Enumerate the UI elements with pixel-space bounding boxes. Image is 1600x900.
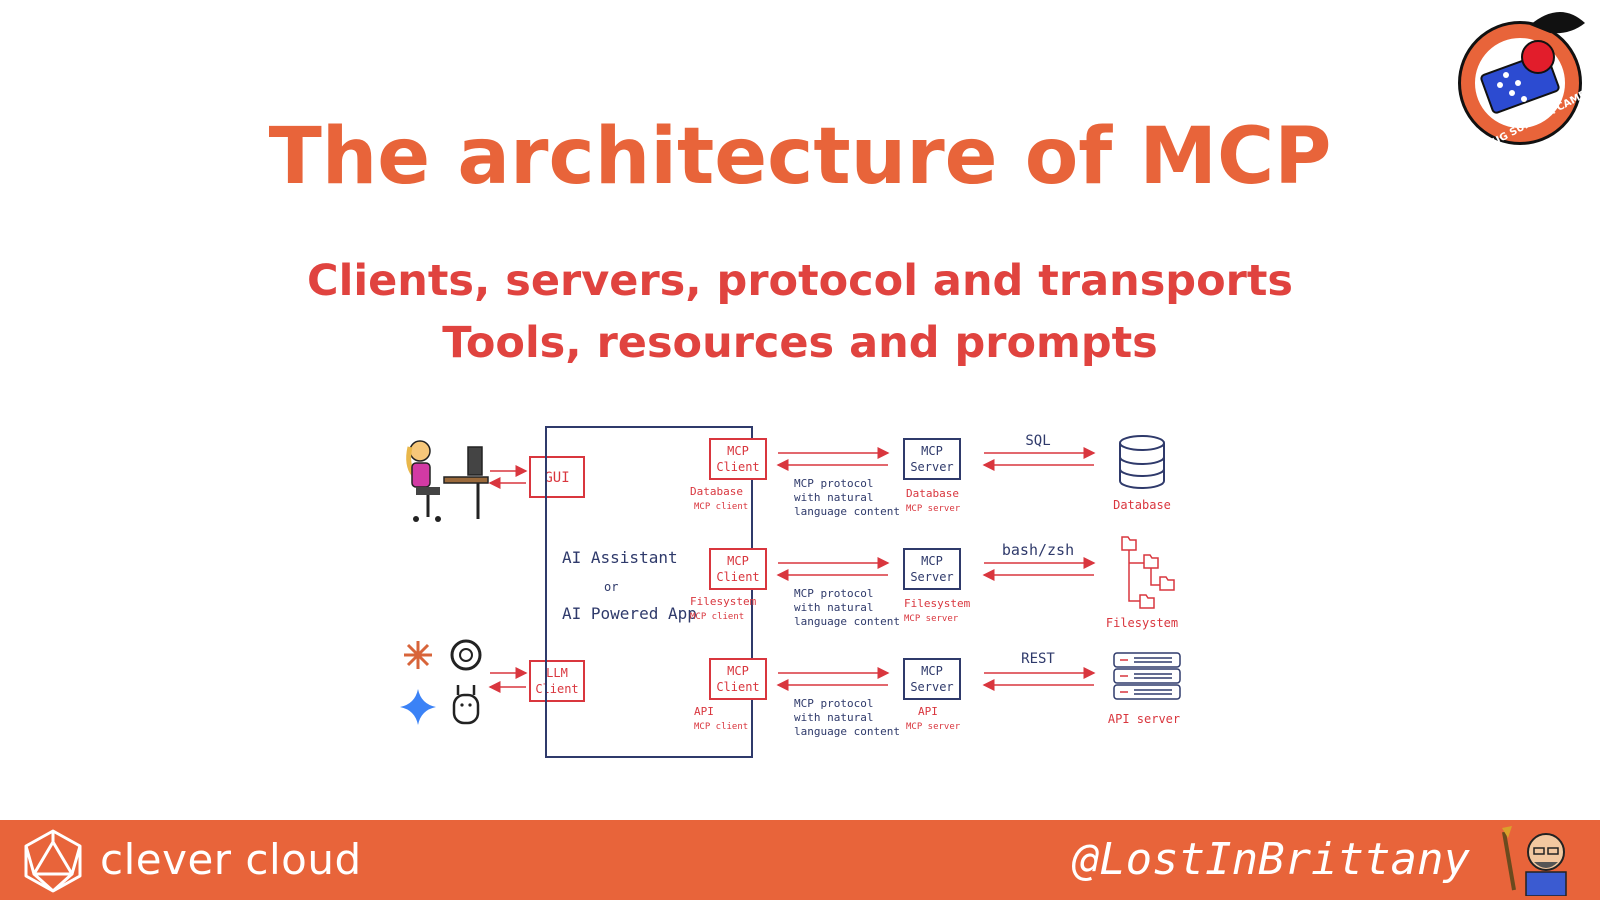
ollama-icon [452, 685, 480, 725]
client-label-line-1: MCP [727, 664, 749, 678]
protocol-line-2: with natural [794, 601, 873, 614]
resource-label: Filesystem [1106, 616, 1178, 630]
openai-icon [450, 639, 482, 671]
protocol-line-1: MCP protocol [794, 697, 873, 710]
anthropic-icon [404, 641, 432, 669]
protocol-line-3: language content [794, 615, 900, 628]
mcp-row-database: MCP Client Database MCP client MCP proto… [690, 433, 1171, 518]
client-label-line-2: Client [716, 570, 759, 584]
client-label-line-1: MCP [727, 444, 749, 458]
slide-title: The architecture of MCP [268, 112, 1332, 202]
assistant-line-1: AI Assistant [562, 548, 678, 567]
server-caption-line-1: API [918, 705, 938, 718]
client-label-line-1: MCP [727, 554, 749, 568]
resource-label: API server [1108, 712, 1180, 726]
server-label-line-2: Server [910, 680, 953, 694]
author-avatar-icon [1502, 826, 1567, 896]
database-icon [1119, 435, 1165, 489]
client-caption-line-1: API [694, 705, 714, 718]
protocol-line-1: MCP protocol [794, 477, 873, 490]
client-label-line-2: Client [716, 460, 759, 474]
protocol-line-3: language content [794, 505, 900, 518]
llm-client-label-line-2: Client [535, 682, 578, 696]
slide-subtitle-line-1: Clients, servers, protocol and transport… [307, 256, 1293, 306]
link-label: REST [1021, 651, 1055, 667]
clever-cloud-logo [24, 829, 82, 893]
folder-tree-icon [1121, 536, 1175, 609]
server-label-line-1: MCP [921, 554, 943, 568]
server-label-line-1: MCP [921, 664, 943, 678]
twitter-handle: @LostInBrittany [1072, 834, 1470, 885]
server-caption-line-1: Database [906, 487, 959, 500]
assistant-or: or [604, 580, 618, 594]
mcp-row-filesystem: MCP Client Filesystem MCP client MCP pro… [690, 536, 1178, 630]
protocol-line-1: MCP protocol [794, 587, 873, 600]
user-at-computer-icon [406, 440, 489, 522]
gemini-icon [400, 689, 436, 725]
client-caption-line-2: MCP client [694, 722, 748, 732]
footer-bar: clever cloud @LostInBrittany [0, 820, 1600, 900]
mcp-row-api: MCP Client API MCP client MCP protocol w… [694, 651, 1181, 738]
protocol-line-3: language content [794, 725, 900, 738]
server-caption-line-2: MCP server [906, 504, 961, 514]
resource-label: Database [1113, 498, 1171, 512]
client-label-line-2: Client [716, 680, 759, 694]
link-label: bash/zsh [1002, 541, 1074, 559]
server-caption-line-2: MCP server [904, 614, 959, 624]
link-label: SQL [1025, 433, 1050, 449]
protocol-line-2: with natural [794, 711, 873, 724]
gui-label: GUI [544, 470, 569, 486]
server-label-line-2: Server [910, 570, 953, 584]
server-caption-line-1: Filesystem [904, 597, 971, 610]
client-caption-line-1: Database [690, 485, 743, 498]
server-label-line-2: Server [910, 460, 953, 474]
server-label-line-1: MCP [921, 444, 943, 458]
protocol-line-2: with natural [794, 491, 873, 504]
jug-summer-camp-logo: JUG SUMMER CAMP [1458, 11, 1589, 150]
server-rack-icon [1113, 652, 1181, 700]
brand-name: clever cloud [100, 835, 362, 884]
client-caption-line-2: MCP client [694, 502, 748, 512]
mcp-architecture-diagram: GUI LLM Client AI Assistant or AI Powere… [400, 426, 1181, 758]
assistant-line-2: AI Powered App [562, 604, 697, 623]
llm-client-label-line-1: LLM [546, 666, 568, 680]
server-caption-line-2: MCP server [906, 722, 961, 732]
client-caption-line-2: MCP client [690, 612, 744, 622]
slide-subtitle-line-2: Tools, resources and prompts [442, 318, 1158, 368]
client-caption-line-1: Filesystem [690, 595, 757, 608]
